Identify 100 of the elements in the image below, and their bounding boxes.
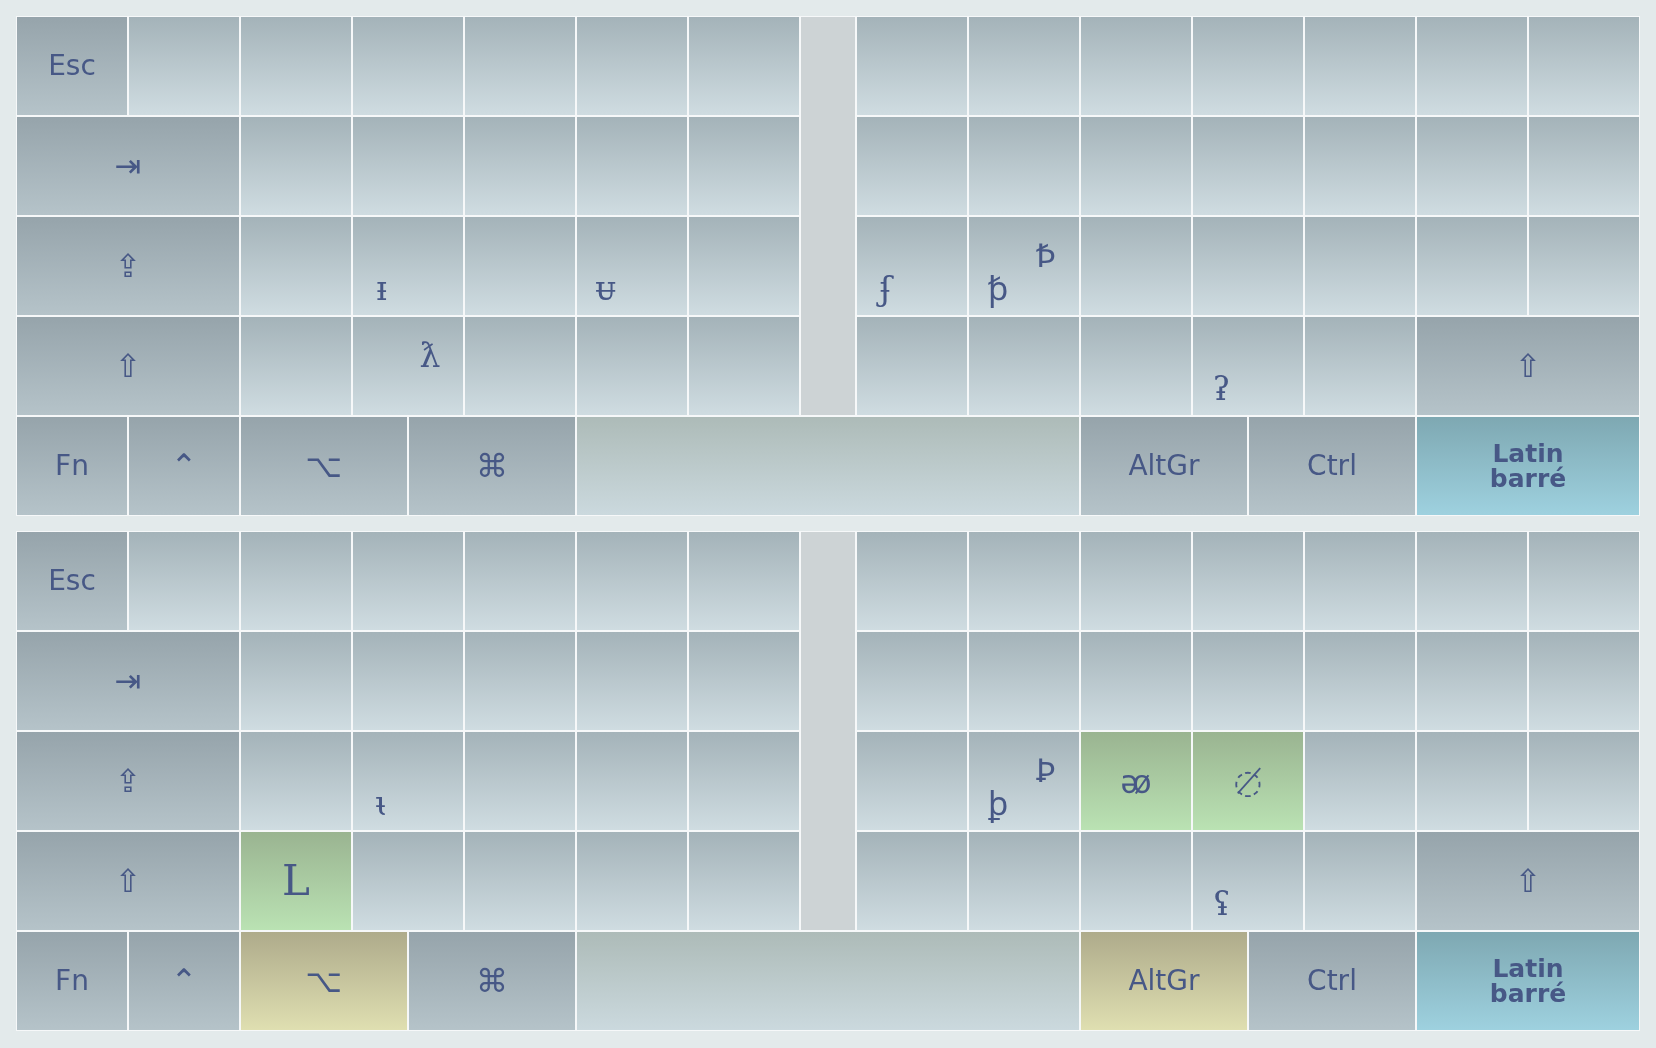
keyboard-key	[968, 16, 1080, 116]
keyboard-key	[464, 631, 576, 731]
keyboard-key	[464, 316, 576, 416]
modifier-key	[16, 731, 240, 831]
keyboard-key	[1304, 216, 1416, 316]
keyboard-key	[576, 16, 688, 116]
highlighted-key	[1416, 931, 1640, 1031]
character-glyph: ꭁ	[1120, 764, 1152, 798]
keyboard-key	[968, 116, 1080, 216]
keyboard-key	[1304, 116, 1416, 216]
modifier-key	[128, 931, 240, 1031]
keyboard-key	[1528, 631, 1640, 731]
keyboard-key	[464, 16, 576, 116]
keyboard-key	[1080, 631, 1192, 731]
keyboard-key	[1192, 316, 1304, 416]
modifier-key	[1416, 831, 1640, 931]
keyboard-key	[1192, 631, 1304, 731]
keyboard-key	[688, 631, 800, 731]
keyboard-key	[1080, 216, 1192, 316]
keyboard-key	[240, 531, 352, 631]
key-label: Latin barré	[1489, 956, 1567, 1006]
keyboard-key	[464, 216, 576, 316]
key-symbol: ⌘	[476, 450, 508, 482]
keyboard-key	[1528, 16, 1640, 116]
modifier-key	[408, 931, 576, 1031]
highlighted-key	[240, 931, 408, 1031]
keyboard-key	[576, 216, 688, 316]
character-glyph: ᵾ	[595, 271, 616, 305]
keyboard-key	[464, 531, 576, 631]
key-label: Esc	[48, 567, 96, 595]
key-symbol: ⇧	[114, 865, 142, 897]
keyboard-key	[576, 831, 688, 931]
highlighted-key	[1080, 931, 1248, 1031]
keyboard-key	[1192, 531, 1304, 631]
keyboard-key	[856, 531, 968, 631]
keyboard-key	[240, 731, 352, 831]
modifier-key	[1416, 316, 1640, 416]
keyboard-key	[856, 831, 968, 931]
keyboard-key	[1080, 831, 1192, 931]
modifier-key	[16, 316, 240, 416]
key-label: Ctrl	[1307, 452, 1357, 480]
keyboard-key	[968, 631, 1080, 731]
keyboard-key	[576, 316, 688, 416]
keyboard-key	[688, 531, 800, 631]
keyboard-key	[856, 316, 968, 416]
keyboard-key	[352, 116, 464, 216]
keyboard-key	[464, 831, 576, 931]
keyboard-key	[1416, 731, 1528, 831]
keyboard-key	[576, 416, 1080, 516]
keyboard-key	[352, 831, 464, 931]
key-label: Latin barré	[1489, 441, 1567, 491]
modifier-key	[128, 416, 240, 516]
key-symbol: ⌃	[170, 965, 198, 997]
key-symbol: ⇧	[114, 350, 142, 382]
keyboard-key	[1304, 316, 1416, 416]
keyboard-key	[576, 631, 688, 731]
modifier-key	[1248, 931, 1416, 1031]
keyboard-key	[1528, 731, 1640, 831]
keyboard-key	[968, 316, 1080, 416]
key-symbol: ⌥	[305, 965, 343, 997]
keyboard-split-bar	[800, 16, 856, 416]
highlighted-key	[240, 831, 352, 931]
keyboard-key	[688, 16, 800, 116]
modifier-key	[1248, 416, 1416, 516]
highlighted-key	[1192, 731, 1304, 831]
character-glyph: ◌̸	[1233, 764, 1263, 798]
key-label: AltGr	[1128, 452, 1200, 480]
key-label: Esc	[48, 52, 96, 80]
modifier-key	[408, 416, 576, 516]
key-label: Ctrl	[1307, 967, 1357, 995]
modifier-key	[16, 16, 128, 116]
keyboard-key	[1080, 316, 1192, 416]
keyboard-key	[688, 316, 800, 416]
keyboard-split-bar	[800, 531, 856, 931]
keyboard-key	[576, 931, 1080, 1031]
keyboard-key	[688, 831, 800, 931]
key-symbol: ⌥	[305, 450, 343, 482]
character-glyph: ᵻ	[376, 271, 387, 305]
keyboard-key	[576, 731, 688, 831]
keyboard-key	[352, 316, 464, 416]
keyboard-key	[688, 216, 800, 316]
keyboard-key	[240, 631, 352, 731]
keyboard-key	[240, 116, 352, 216]
keyboard-key	[1192, 16, 1304, 116]
keyboard-key	[1304, 16, 1416, 116]
keyboard-key	[128, 531, 240, 631]
keyboard-key	[464, 731, 576, 831]
key-symbol: ⇥	[114, 665, 142, 697]
modifier-key	[16, 116, 240, 216]
keyboard-key	[1192, 831, 1304, 931]
keyboard-key	[1304, 731, 1416, 831]
keyboard-key	[1416, 116, 1528, 216]
key-symbol: ⌃	[170, 450, 198, 482]
keyboard-key	[352, 531, 464, 631]
key-label: Fn	[55, 452, 89, 480]
modifier-key	[16, 831, 240, 931]
keyboard-key	[1080, 116, 1192, 216]
character-glyph: ʡ	[1212, 371, 1231, 405]
modifier-key	[16, 931, 128, 1031]
key-symbol: ⇥	[114, 150, 142, 182]
